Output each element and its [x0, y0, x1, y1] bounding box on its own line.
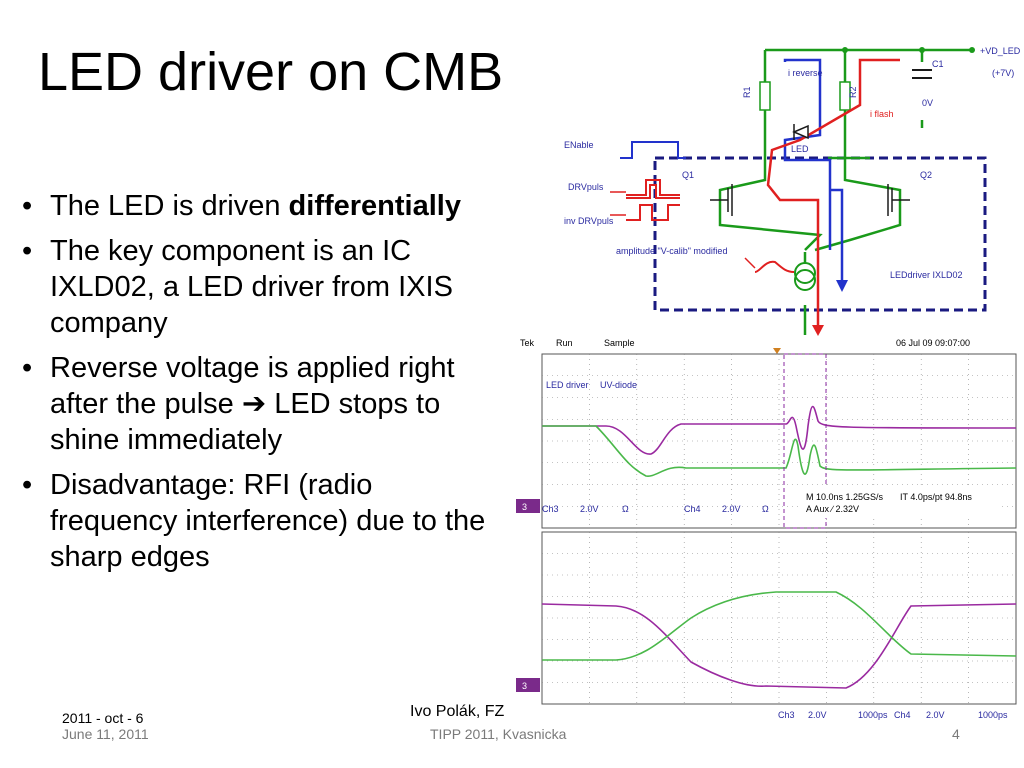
ic-label: LEDdriver IXLD02	[890, 270, 963, 280]
lower-ch4-time: 1000ps	[978, 710, 1008, 720]
scope-brand: Tek	[520, 338, 535, 348]
r1-label: R1	[742, 86, 752, 98]
footer-page-number: 4	[952, 726, 960, 742]
transistor-q2	[887, 184, 910, 216]
led-label: LED	[791, 144, 809, 154]
trigger-position-icon	[773, 348, 781, 354]
bullet-item: The key component is an IC IXLD02, a LED…	[0, 233, 505, 341]
drvpuls-label: DRVpuls	[568, 182, 604, 192]
bullet-text-tail: LED stops to shine immediately	[50, 388, 441, 456]
footer-conference: TIPP 2011, Kvasnicka	[430, 726, 567, 742]
q1-label: Q1	[682, 170, 694, 180]
upper-ch4-scale: 2.0V	[722, 504, 741, 514]
upper-ch3-imp: Ω	[622, 504, 629, 514]
r2-label: R2	[848, 86, 858, 98]
amplitude-label: amplitude "V-calib" modified	[616, 246, 727, 256]
bullet-item: The LED is driven differentially	[0, 188, 505, 224]
q2-label: Q2	[920, 170, 932, 180]
upper-ch3-label: Ch3	[542, 504, 559, 514]
footer-date: June 11, 2011	[62, 726, 149, 742]
lower-ch4-scale: 2.0V	[926, 710, 945, 720]
upper-ch3-trace	[542, 405, 1017, 455]
upper-readout-box	[798, 486, 998, 518]
scope-acq: Sample	[604, 338, 635, 348]
bullet-strong: differentially	[288, 190, 461, 222]
lower-ch3-scale: 2.0V	[808, 710, 827, 720]
footer-date-event: 2011 - oct - 6	[62, 710, 144, 726]
resistor-r1	[759, 81, 771, 111]
lower-ch4-label: Ch4	[894, 710, 911, 720]
lower-panel: 3	[516, 531, 1017, 705]
lower-grid	[542, 532, 1016, 704]
bullet-item: Disadvantage: RFI (radio frequency inter…	[0, 467, 505, 575]
lower-ch3-marker-label: 3	[522, 681, 527, 691]
supply-label: +VD_LED	[980, 46, 1021, 56]
reverse-current-path	[783, 58, 844, 280]
i-reverse-label: i reverse	[788, 68, 823, 78]
lower-ch3-time: 1000ps	[858, 710, 888, 720]
bullet-text: The LED is driven	[50, 190, 289, 222]
resistor-r2	[839, 81, 851, 111]
upper-timebase: M 10.0ns 1.25GS/s	[806, 492, 884, 502]
transistor-q1	[710, 184, 733, 216]
bullet-text: Reverse voltage is applied right after t…	[50, 352, 455, 420]
lower-ch3-marker	[516, 678, 540, 692]
inv-drvpuls-label: inv DRVpuls	[564, 216, 614, 226]
upper-panel: LED driver UV-diode M 10.0ns 1.25GS/s IT…	[516, 353, 1017, 529]
bullet-text: Disadvantage: RFI (radio frequency inter…	[50, 469, 486, 573]
bullet-text: The key component is an IC IXLD02, a LED…	[50, 235, 453, 339]
scope-date: 06 Jul 09 09:07:00	[896, 338, 970, 348]
capacitor-c1	[912, 69, 932, 79]
upper-cursor-window	[783, 353, 827, 529]
upper-ch3-marker	[516, 499, 540, 513]
upper-title-2: UV-diode	[600, 380, 637, 390]
drvpuls-waveform	[626, 179, 680, 221]
c1-value-label: 0V	[922, 98, 933, 108]
amplitude-waveform	[754, 260, 795, 273]
current-source	[794, 262, 816, 284]
signal-leads	[610, 191, 756, 269]
footer-author: Ivo Polák, FZ	[410, 704, 505, 720]
lower-ch3-trace	[541, 603, 1017, 689]
enable-waveform	[620, 141, 686, 159]
lower-ch3-label: Ch3	[778, 710, 795, 720]
slide-title: LED driver on CMB	[38, 42, 504, 102]
ic-dashed-box	[653, 156, 987, 312]
oscilloscope-screenshot: Tek Run Sample 06 Jul 09 09:07:00 LED dr…	[516, 336, 1018, 722]
arrow-icon: ➔	[241, 388, 267, 420]
led-diode-icon	[792, 124, 809, 140]
bullet-item: Reverse voltage is applied right after t…	[0, 350, 505, 458]
upper-ch4-trace	[542, 425, 1017, 477]
upper-title-1: LED driver	[546, 380, 589, 390]
upper-ch4-label: Ch4	[684, 504, 701, 514]
bullet-list: The LED is driven differentially The key…	[0, 188, 505, 584]
c1-label: C1	[932, 59, 944, 69]
upper-it: IT 4.0ps/pt 94.8ns	[900, 492, 972, 502]
lower-ch4-trace	[542, 591, 1017, 661]
led-driver-schematic: +VD_LED (+7V) C1 0V R1 R2 i reverse i fl…	[564, 46, 1021, 346]
enable-label: ENable	[564, 140, 594, 150]
upper-ch3-marker-label: 3	[522, 502, 527, 512]
supply-voltage-label: (+7V)	[992, 68, 1014, 78]
upper-ch4-imp: Ω	[762, 504, 769, 514]
upper-trigger: A Aux ∕ 2.32V	[806, 504, 859, 514]
flash-current-path	[766, 58, 900, 325]
upper-ch3-scale: 2.0V	[580, 504, 599, 514]
scope-mode: Run	[556, 338, 573, 348]
i-flash-label: i flash	[870, 109, 894, 119]
